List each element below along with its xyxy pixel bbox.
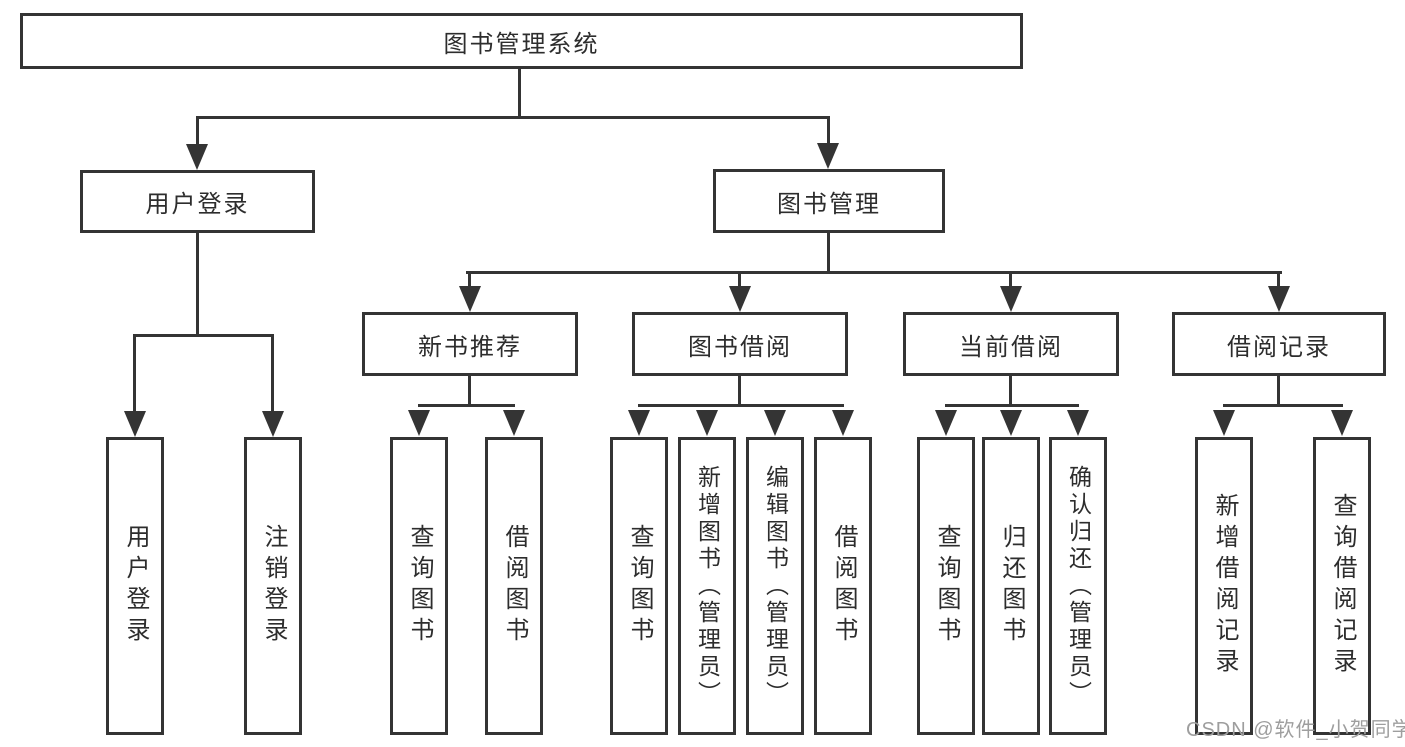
leaf-add-books-admin: 新增图书（管理员）: [678, 437, 736, 735]
arrow-down-icon: [262, 411, 284, 437]
arrow-down-icon: [1067, 410, 1089, 436]
arrow-down-icon: [459, 286, 481, 312]
arrow-down-icon: [832, 410, 854, 436]
connector-line: [468, 271, 471, 287]
leaf-edit-books-admin-label: 编辑图书（管理员）: [762, 464, 789, 708]
arrow-down-icon: [1331, 410, 1353, 436]
arrow-down-icon: [186, 144, 208, 170]
leaf-add-books-admin-label: 新增图书（管理员）: [694, 464, 721, 708]
connector-line: [1223, 404, 1343, 407]
leaf-borrow-books-recommend: 借阅图书: [485, 437, 543, 735]
node-new-book-recommend-label: 新书推荐: [418, 333, 522, 361]
connector-line: [271, 335, 274, 412]
leaf-add-borrow-record: 新增借阅记录: [1195, 437, 1253, 735]
node-book-management: 图书管理: [713, 169, 945, 233]
node-book-borrowing-label: 图书借阅: [688, 333, 792, 361]
leaf-confirm-return-admin: 确认归还（管理员）: [1049, 437, 1107, 735]
arrow-down-icon: [817, 143, 839, 169]
leaf-query-borrow-record: 查询借阅记录: [1313, 437, 1371, 735]
node-book-management-label: 图书管理: [777, 190, 881, 218]
connector-line: [518, 69, 521, 118]
connector-line: [638, 404, 844, 407]
connector-line: [418, 404, 515, 407]
leaf-query-books-borrowing: 查询图书: [610, 437, 668, 735]
arrow-down-icon: [1268, 286, 1290, 312]
node-borrowing-records: 借阅记录: [1172, 312, 1386, 376]
node-book-borrowing: 图书借阅: [632, 312, 848, 376]
leaf-borrow-books-borrowing: 借阅图书: [814, 437, 872, 735]
arrow-down-icon: [764, 410, 786, 436]
leaf-query-books-current: 查询图书: [917, 437, 975, 735]
leaf-return-books: 归还图书: [982, 437, 1040, 735]
connector-line: [133, 335, 136, 412]
leaf-borrow-books-recommend-label: 借阅图书: [501, 524, 528, 648]
node-current-borrowing: 当前借阅: [903, 312, 1119, 376]
watermark: CSDN @软件_小贺同学: [1186, 719, 1405, 741]
arrow-down-icon: [503, 410, 525, 436]
node-user-login: 用户登录: [80, 170, 315, 233]
connector-line: [196, 116, 199, 144]
connector-line: [827, 233, 830, 272]
node-new-book-recommend: 新书推荐: [362, 312, 578, 376]
leaf-confirm-return-admin-label: 确认归还（管理员）: [1065, 464, 1092, 708]
leaf-user-login: 用户登录: [106, 437, 164, 735]
connector-line: [196, 233, 199, 336]
connector-line: [738, 271, 741, 287]
arrow-down-icon: [408, 410, 430, 436]
node-root-label: 图书管理系统: [443, 30, 600, 58]
node-borrowing-records-label: 借阅记录: [1227, 333, 1331, 361]
arrow-down-icon: [628, 410, 650, 436]
leaf-edit-books-admin: 编辑图书（管理员）: [746, 437, 804, 735]
node-root: 图书管理系统: [20, 13, 1023, 69]
connector-line: [945, 404, 1079, 407]
connector-line: [468, 375, 471, 407]
leaf-add-borrow-record-label: 新增借阅记录: [1211, 493, 1238, 679]
leaf-query-books-borrowing-label: 查询图书: [626, 524, 653, 648]
arrow-down-icon: [729, 286, 751, 312]
arrow-down-icon: [1000, 410, 1022, 436]
leaf-query-books-recommend-label: 查询图书: [406, 524, 433, 648]
connector-line: [1277, 375, 1280, 407]
connector-line: [133, 334, 274, 337]
connector-line: [466, 271, 1282, 274]
arrow-down-icon: [124, 411, 146, 437]
connector-line: [196, 116, 830, 119]
leaf-query-books-recommend: 查询图书: [390, 437, 448, 735]
leaf-borrow-books-borrowing-label: 借阅图书: [830, 524, 857, 648]
arrow-down-icon: [1213, 410, 1235, 436]
node-user-login-label: 用户登录: [145, 191, 250, 218]
arrow-down-icon: [1000, 286, 1022, 312]
node-current-borrowing-label: 当前借阅: [959, 333, 1063, 361]
leaf-logout-login: 注销登录: [244, 437, 302, 735]
connector-line: [1009, 271, 1012, 287]
leaf-user-login-label: 用户登录: [122, 524, 149, 648]
connector-line: [827, 116, 830, 144]
leaf-query-borrow-record-label: 查询借阅记录: [1329, 493, 1356, 679]
arrow-down-icon: [935, 410, 957, 436]
leaf-query-books-current-label: 查询图书: [933, 524, 960, 648]
connector-line: [738, 375, 741, 407]
connector-line: [1277, 271, 1280, 287]
connector-line: [1009, 375, 1012, 407]
arrow-down-icon: [696, 410, 718, 436]
leaf-logout-login-label: 注销登录: [260, 524, 287, 648]
leaf-return-books-label: 归还图书: [998, 524, 1025, 648]
